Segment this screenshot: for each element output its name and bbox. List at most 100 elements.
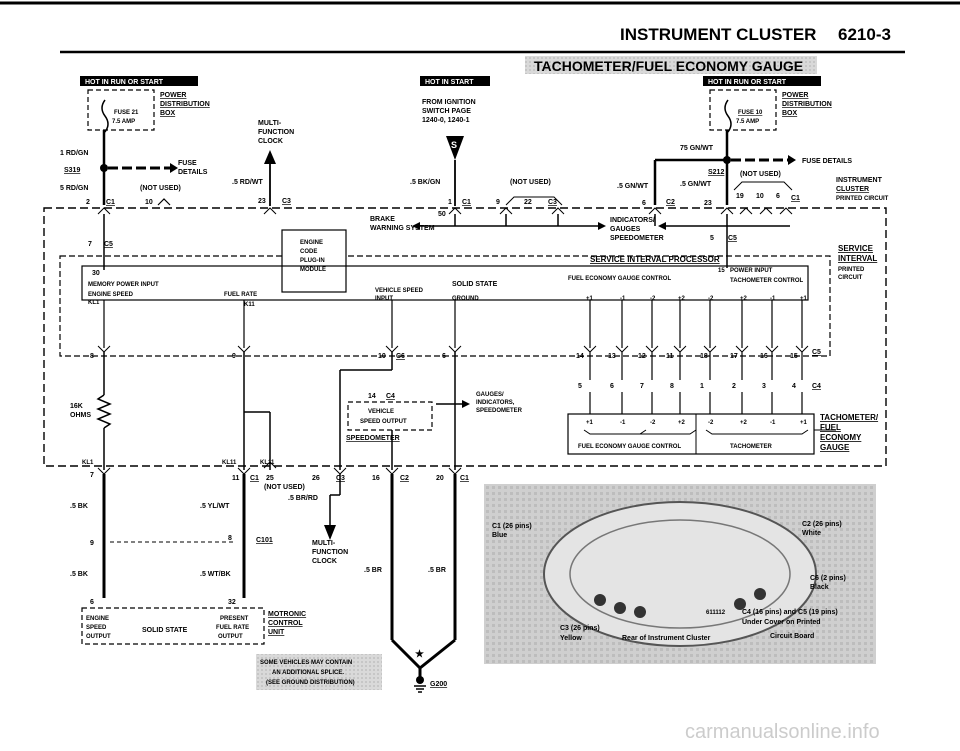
ignition-1: FROM IGNITION [422,99,476,106]
fuse-21-amp: 7.5 AMP [112,119,135,125]
gauge-sign: +1 [586,420,594,426]
proc-engine-speed: ENGINE SPEED [88,292,134,298]
pin-50: 50 [438,211,446,218]
photo-c1-1: C1 (26 pins) [492,523,532,530]
fuse-21-symbol [101,99,109,133]
mid-row1-pin: 18 [700,353,708,360]
conn-c1-ign: C1 [462,199,471,206]
engine-module-3: PLUG-IN [300,258,325,264]
proc-sign-2: -1 [620,296,626,302]
lower-w5br1: .5 BR [364,567,382,574]
gauge-box [567,413,815,455]
sip-title: SERVICE INTERVAL PROCESSOR [590,255,720,264]
gauges-2: INDICATORS, [476,400,515,406]
proc-30: 30 [92,270,100,277]
bot-p7: 7 [90,472,94,479]
gauge-sign: +2 [678,420,686,426]
lower-mfc-1: MULTI- [312,540,336,547]
engine-module-box [281,229,347,293]
lower-w5wtbk: .5 WT/BK [200,571,231,578]
vso-1: VEHICLE [368,409,394,415]
badge-middle: HOT IN START [425,79,474,86]
proc-sign-5: -2 [708,296,714,302]
lower-w5bk2: .5 BK [70,571,88,578]
mid-row1-pin: 17 [730,353,738,360]
motronic-right-1: PRESENT [220,616,249,622]
mid-c5: C5 [812,349,821,356]
printed-circuit-1: PRINTED [838,267,865,273]
tach-fuel-2: FUEL [820,423,841,432]
gauge-sign-row: +1 -1 -2 +2 -2 +2 -1 +1 [586,420,808,426]
vso-2: SPEED OUTPUT [360,419,407,425]
note-3: (SEE GROUND DISTRIBUTION) [266,680,355,686]
pin-6b-right: 6 [776,193,780,200]
wire-5rdwt: .5 RD/WT [232,179,263,186]
not-used-mid: (NOT USED) [510,179,551,186]
pin-1-ign: 1 [448,199,452,206]
mid-p9: 9 [232,353,236,360]
photo-c4c5-3: Circuit Board [770,633,814,640]
mid-row2-pin: 4 [792,383,796,390]
gauge-bracket-right [705,429,809,435]
bot-c1: C1 [250,475,259,482]
bot-c2: C2 [400,475,409,482]
c5-left-pin: 7 [88,241,92,248]
splice-s319-dot [100,164,108,172]
wire-75gnwt: 75 GN/WT [680,145,714,152]
lower-w5ylwt: .5 YL/WT [200,503,230,510]
proc-input: INPUT [375,296,393,302]
page-title: INSTRUMENT CLUSTER [620,25,816,44]
mid-row2-pin: 2 [732,383,736,390]
photo-c3-2: Yellow [560,635,582,642]
fuse-details-right: FUSE DETAILS [802,158,852,165]
proc-vehicle-speed: VEHICLE SPEED [375,288,424,294]
bot-p11: 11 [232,475,240,482]
c5-top-pin: 5 [710,235,714,242]
lower-mfc-2: FUNCTION [312,549,348,556]
fuse-21: FUSE 21 [114,110,139,116]
pin-10-right: 10 [756,193,764,200]
photo-c6-2: Black [810,584,829,591]
indicators-3: SPEEDOMETER [610,235,664,242]
bot-p26: 26 [312,475,320,482]
fuse-10: FUSE 10 [738,110,763,116]
badge-right-bg [703,76,821,86]
service-interval-1: SERVICE [838,244,874,253]
cluster-board [543,501,817,647]
motronic-solid-state: SOLID STATE [142,627,188,634]
printed-circuit-2: CIRCUIT [838,275,863,281]
photo-rear: Rear of Instrument Cluster [622,635,711,642]
mfc-bot-arrow [324,525,336,540]
vso-conn: C4 [386,393,395,400]
gauge-sign: +2 [740,420,748,426]
bot-p20: 20 [436,475,444,482]
not-used-bracket-right [733,181,793,191]
power-dist-left-2: DISTRIBUTION [160,101,210,108]
photo-c2-1: C2 (26 pins) [802,521,842,528]
conn-c2-right: C2 [666,199,675,206]
photo-dot [634,606,646,618]
lower-mfc-3: CLOCK [312,558,337,565]
lower-w5brrd: .5 BR/RD [288,495,318,502]
photo-c4c5-1: C4 (16 pins) and C5 (19 pins) [742,609,838,616]
mid-row1-pin: 12 [638,353,646,360]
mid-row2-pin: 6 [610,383,614,390]
tach-fuel-4: GAUGE [820,443,850,452]
ind-back-arrow [658,222,666,230]
mfc-top-arrow [264,150,276,164]
proc-fuel-rate: FUEL RATE [224,292,257,298]
wire-5rdgn: 5 RD/GN [60,185,88,192]
bot-p25: 25 [266,475,274,482]
ind-arrow [598,222,606,230]
gauge-sign: +1 [800,420,808,426]
resistor-1: 16K [70,403,83,410]
mid-row2-pin: 3 [762,383,766,390]
pin-9-mid: 9 [496,199,500,206]
mid-row2-pin: 1 [700,383,704,390]
indicators-2: GAUGES [610,226,641,233]
arrow-head-right [788,155,796,165]
conn-c3-mid: C3 [548,199,557,206]
conn-c1-right: C1 [791,195,800,202]
ground-star: ★ [415,649,424,660]
note-2: AN ADDITIONAL SPLICE. [272,670,344,676]
